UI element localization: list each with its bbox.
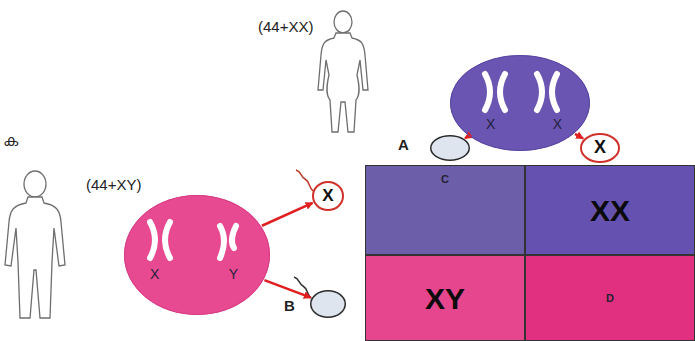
node-text: X (322, 187, 333, 206)
punnett-cell: D (525, 255, 695, 341)
node-outline (311, 291, 346, 318)
node-outline (581, 134, 619, 162)
arrow-connector (575, 134, 583, 139)
node-outline (450, 55, 590, 151)
egg-cell: A (430, 135, 470, 161)
text-row: XX (486, 117, 562, 132)
punnett-cell: XY (365, 255, 525, 341)
xy-chromosomes (150, 222, 236, 258)
node-text: X (150, 267, 159, 282)
node-text: X (594, 138, 606, 158)
arrow-connector (465, 136, 468, 138)
female-figure (318, 11, 368, 132)
sperm-tail (296, 170, 313, 191)
node-outline (124, 195, 270, 315)
node-text: XX (590, 194, 630, 227)
arrow-connector (262, 203, 313, 226)
text-row: XY (150, 267, 238, 282)
node-text: Y (229, 267, 238, 282)
node-outline (430, 135, 470, 161)
punnett-cell: XX (525, 165, 695, 255)
chromosome-label: (44+XY) (86, 176, 141, 193)
x-chromosomes (485, 74, 557, 110)
node-text: X (553, 117, 562, 132)
chromosome-label: (44+XX) (258, 18, 313, 35)
node-text: C (441, 173, 449, 185)
arrow-connector (264, 280, 310, 297)
node-text: D (606, 292, 614, 304)
node-text: X (486, 117, 495, 132)
sperm-mother-cell: XY (124, 195, 270, 315)
male-cell (124, 195, 270, 315)
male-figure (5, 171, 65, 318)
node-outline (125, 196, 270, 315)
sperm-head: X (312, 181, 344, 211)
node-text: XY (425, 282, 465, 315)
node-outline (451, 56, 590, 151)
punnett-cell: C (365, 165, 525, 255)
female-cell (450, 55, 590, 151)
egg-mother-cell: XX (450, 55, 590, 151)
egg-cell: X (580, 133, 620, 163)
sperm-head: B (310, 290, 346, 318)
cropped-text: ക (3, 131, 18, 150)
node-outline (313, 182, 343, 210)
node-outline (431, 136, 470, 161)
node-outline (310, 290, 346, 318)
